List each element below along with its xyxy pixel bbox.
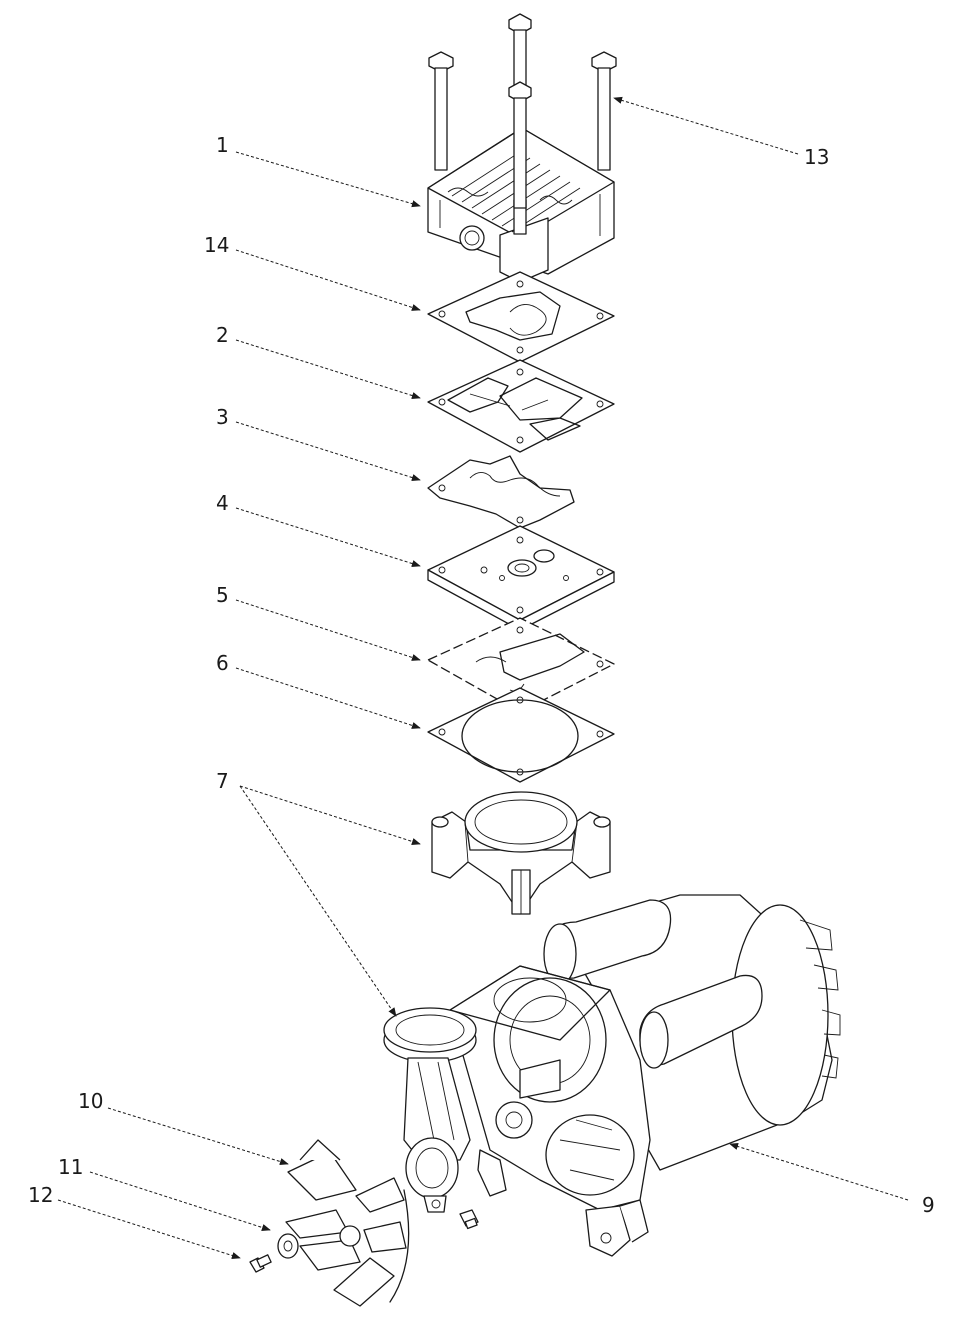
fan-washer	[277, 1233, 299, 1259]
leader-13	[613, 96, 799, 155]
callout-1: 1	[216, 133, 229, 157]
leader-7b	[239, 785, 397, 1017]
lower-valve-gasket	[427, 617, 615, 713]
callout-2: 2	[216, 323, 229, 347]
leader-4	[235, 507, 421, 567]
leader-11	[89, 1171, 271, 1231]
leader-3	[235, 421, 421, 481]
leader-1	[235, 151, 421, 208]
leader-lines	[57, 96, 909, 1259]
callout-12: 12	[28, 1183, 53, 1207]
leader-10	[107, 1107, 289, 1166]
callout-4: 4	[216, 491, 229, 515]
leader-6	[235, 667, 421, 729]
callout-labels: 1 14 2 3 4 5 6 7 13 9 10 11 12	[28, 133, 935, 1217]
callout-5: 5	[216, 583, 229, 607]
callout-13: 13	[804, 145, 829, 169]
screw-small	[459, 1209, 479, 1230]
cylinder-head	[427, 81, 615, 283]
fan-bolt	[249, 1254, 272, 1273]
valve-plate	[427, 525, 615, 631]
leader-9	[729, 1142, 909, 1201]
leader-12	[57, 1199, 241, 1259]
callout-7: 7	[216, 769, 229, 793]
bolt-right	[591, 51, 617, 171]
leader-14	[235, 249, 421, 311]
bolt-left	[428, 51, 454, 171]
leader-7a	[239, 785, 421, 845]
head-gasket	[427, 271, 615, 363]
motor-crankcase	[449, 894, 841, 1257]
leader-5	[235, 599, 421, 661]
callout-14: 14	[204, 233, 229, 257]
piston-connecting-rod	[383, 1007, 477, 1213]
bolt-center-back	[508, 13, 532, 91]
callout-11: 11	[58, 1155, 83, 1179]
callout-6: 6	[216, 651, 229, 675]
reed-valve	[427, 455, 575, 529]
valve-gasket	[427, 359, 615, 453]
callout-9: 9	[922, 1193, 935, 1217]
callout-10: 10	[78, 1089, 103, 1113]
leader-2	[235, 339, 421, 399]
cylinder-sleeve	[431, 791, 611, 915]
cooling-fan	[285, 1139, 410, 1307]
callout-3: 3	[216, 405, 229, 429]
cylinder-gasket	[427, 687, 615, 783]
